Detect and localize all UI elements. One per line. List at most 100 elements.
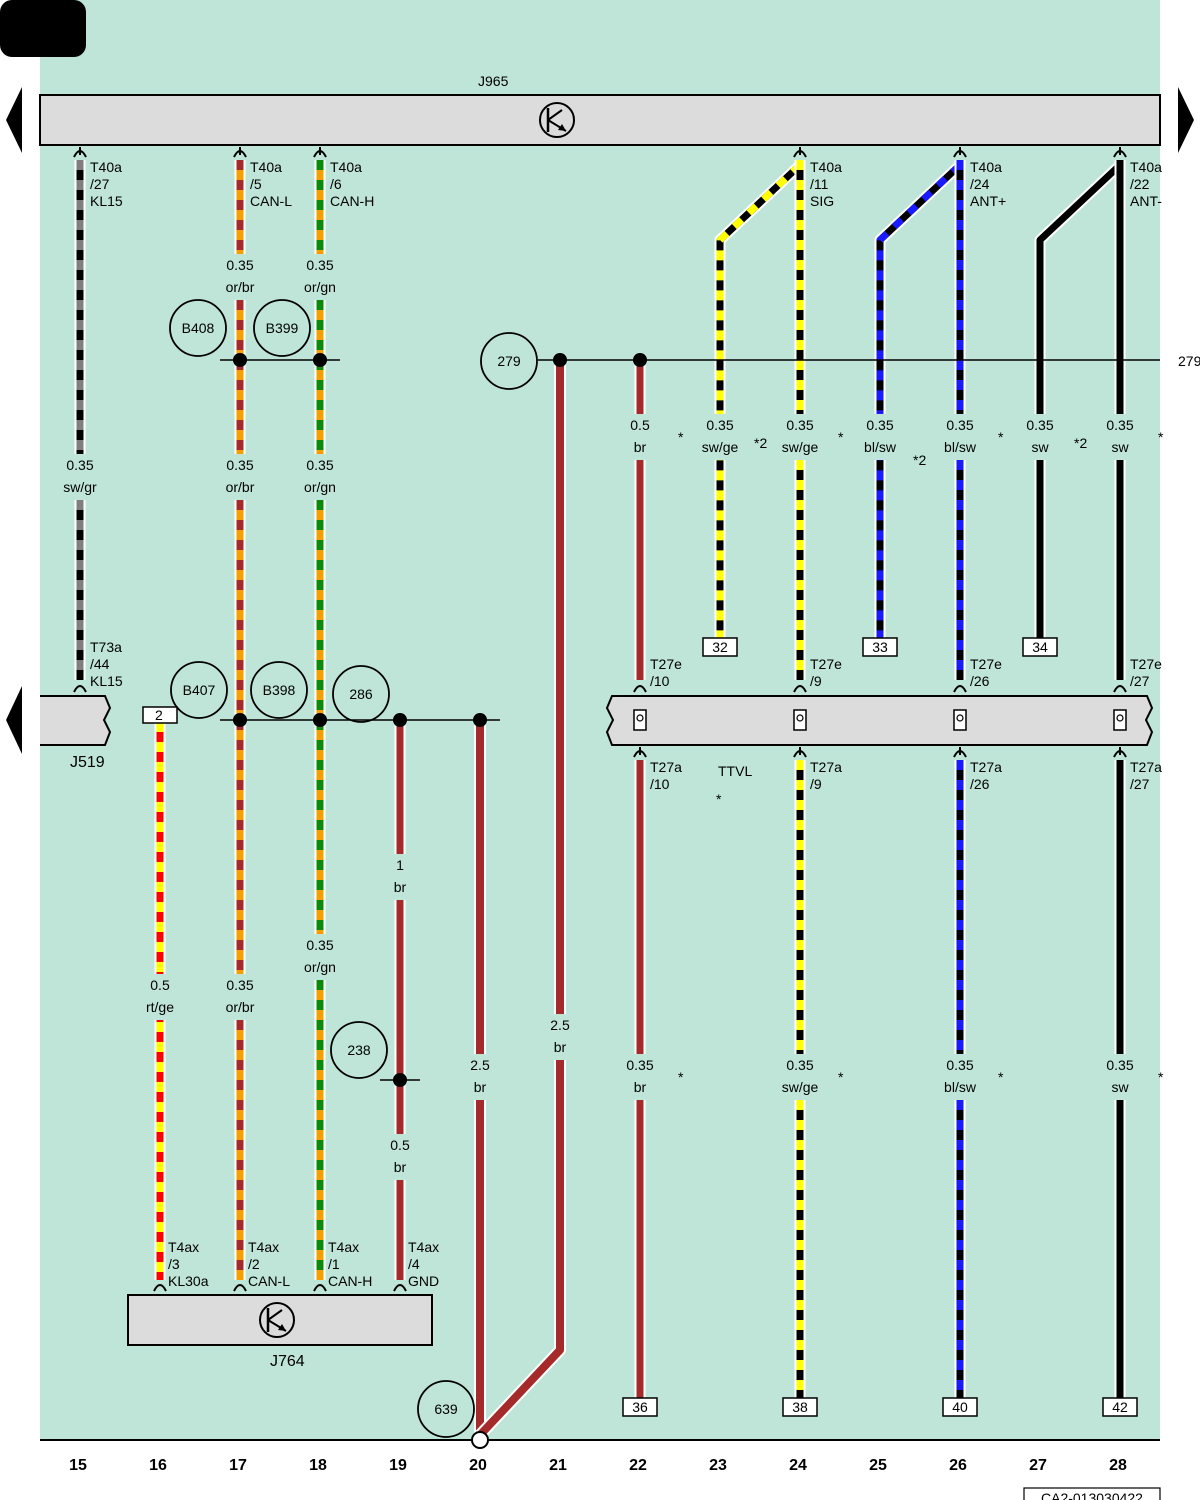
wire-label-bg bbox=[216, 974, 264, 1020]
terminal-box bbox=[1102, 1397, 1138, 1417]
footnote-star: * bbox=[678, 1069, 684, 1085]
page-tab bbox=[0, 0, 86, 57]
pin-label-conn: T27a bbox=[1130, 759, 1162, 775]
pin-label-pin: /5 bbox=[250, 176, 262, 192]
junction-dot bbox=[233, 353, 247, 367]
footnote-star: * bbox=[678, 429, 684, 445]
column-number: 20 bbox=[469, 1457, 487, 1474]
pin-label-conn: T40a bbox=[1130, 159, 1162, 175]
terminal-box-number: 33 bbox=[872, 639, 888, 655]
junction-dot bbox=[393, 1073, 407, 1087]
column-number: 16 bbox=[149, 1457, 167, 1474]
footnote-star: * bbox=[1158, 1069, 1164, 1085]
footnote-star: * bbox=[838, 1069, 844, 1085]
wire-label-color: or/br bbox=[226, 479, 255, 495]
wire-label-size: 0.35 bbox=[866, 417, 893, 433]
annotations-layer: T40a/27KL15T40a/5CAN-LT40a/6CAN-HT40a/11… bbox=[56, 147, 1200, 1500]
pin-label-pin: /27 bbox=[1130, 776, 1150, 792]
pin-label-pin: /27 bbox=[1130, 673, 1150, 689]
junction-dot bbox=[313, 713, 327, 727]
connection-point-circle bbox=[480, 332, 538, 390]
wire-label-color: sw bbox=[1031, 439, 1049, 455]
footer-code-box bbox=[1023, 1487, 1161, 1500]
column-number: 27 bbox=[1029, 1457, 1047, 1474]
pin-label-pin: /10 bbox=[650, 673, 670, 689]
wire-label-size: 0.35 bbox=[306, 257, 333, 273]
pin-label-conn: T40a bbox=[970, 159, 1002, 175]
pin-label-conn: T4ax bbox=[408, 1239, 439, 1255]
footnote-star2: *2 bbox=[1074, 435, 1087, 451]
wire-label-color: sw bbox=[1111, 439, 1129, 455]
pin-contact bbox=[953, 685, 967, 693]
column-number: 21 bbox=[549, 1457, 567, 1474]
wire-label-bg bbox=[56, 454, 104, 500]
wire-label-bg bbox=[136, 974, 184, 1020]
column-number: 25 bbox=[869, 1457, 887, 1474]
connection-point-circle bbox=[417, 1380, 475, 1438]
footnote-star: * bbox=[998, 429, 1004, 445]
wire-label-color: br bbox=[554, 1039, 567, 1055]
wire-label-size: 0.35 bbox=[706, 417, 733, 433]
footnote-star: * bbox=[838, 429, 844, 445]
ttvl-connector-icon bbox=[793, 709, 807, 731]
connection-point-circle bbox=[253, 299, 311, 357]
connection-point-label: 639 bbox=[434, 1401, 458, 1417]
connection-point-label: B399 bbox=[266, 320, 299, 336]
connection-point-label: B407 bbox=[183, 682, 216, 698]
wire-label-color: or/br bbox=[226, 279, 255, 295]
nav-left-arrow-icon[interactable] bbox=[6, 87, 22, 153]
pin-label-conn: T4ax bbox=[168, 1239, 199, 1255]
pin-contact bbox=[793, 685, 807, 693]
side-reference: 279 bbox=[1178, 353, 1200, 369]
terminal-box bbox=[622, 1397, 658, 1417]
wire-label-size: 0.35 bbox=[226, 977, 253, 993]
wire-label-size: 2.5 bbox=[550, 1017, 570, 1033]
wire-label-bg bbox=[936, 1054, 984, 1100]
wire-label-size: 0.35 bbox=[626, 1057, 653, 1073]
pin-label-signal: KL15 bbox=[90, 193, 123, 209]
terminal-box-number: 34 bbox=[1032, 639, 1048, 655]
pin-label-conn: T40a bbox=[810, 159, 842, 175]
j519-pin-box bbox=[142, 706, 178, 724]
wire-label-size: 0.35 bbox=[786, 1057, 813, 1073]
wire-label-bg bbox=[376, 854, 424, 900]
pin-label-conn: T4ax bbox=[248, 1239, 279, 1255]
pin-label-signal: GND bbox=[408, 1273, 439, 1289]
connection-point-label: 238 bbox=[347, 1042, 371, 1058]
wire-label-size: 0.5 bbox=[150, 977, 170, 993]
connection-point-label: 286 bbox=[349, 686, 373, 702]
pin-label-pin: /9 bbox=[810, 776, 822, 792]
pin-label-conn: T27a bbox=[650, 759, 682, 775]
connection-point-label: B408 bbox=[182, 320, 215, 336]
pin-label-pin: /2 bbox=[248, 1256, 260, 1272]
j519-left-arrow-icon[interactable] bbox=[6, 686, 22, 754]
pin-contact bbox=[233, 1284, 247, 1292]
column-number: 24 bbox=[789, 1457, 807, 1474]
wire-label-color: br bbox=[394, 879, 407, 895]
wire-27 bbox=[1036, 162, 1123, 638]
terminal-box bbox=[1022, 637, 1058, 657]
pin-label-pin: /1 bbox=[328, 1256, 340, 1272]
j519-label: J519 bbox=[70, 754, 105, 771]
column-number: 19 bbox=[389, 1457, 407, 1474]
nav-right-arrow-icon[interactable] bbox=[1178, 87, 1194, 153]
terminal-box-number: 38 bbox=[792, 1399, 808, 1415]
pin-label-conn: T27e bbox=[1130, 656, 1162, 672]
wire-label-size: 0.35 bbox=[786, 417, 813, 433]
pin-label-signal: ANT+ bbox=[970, 193, 1006, 209]
pin-label-pin: /6 bbox=[330, 176, 342, 192]
column-number: 15 bbox=[69, 1457, 87, 1474]
pin-label-pin: /10 bbox=[650, 776, 670, 792]
wire-label-size: 0.35 bbox=[226, 257, 253, 273]
pin-label-signal: CAN-H bbox=[330, 193, 374, 209]
pin-label-pin: /22 bbox=[1130, 176, 1150, 192]
wire-label-size: 1 bbox=[396, 857, 404, 873]
junction-dot bbox=[233, 713, 247, 727]
junction-dot bbox=[313, 353, 327, 367]
wire-label-color: bl/sw bbox=[944, 439, 977, 455]
pin-label-signal: SIG bbox=[810, 193, 834, 209]
column-number: 28 bbox=[1109, 1457, 1127, 1474]
pin-contact bbox=[73, 685, 87, 693]
connection-point-circle bbox=[332, 665, 390, 723]
